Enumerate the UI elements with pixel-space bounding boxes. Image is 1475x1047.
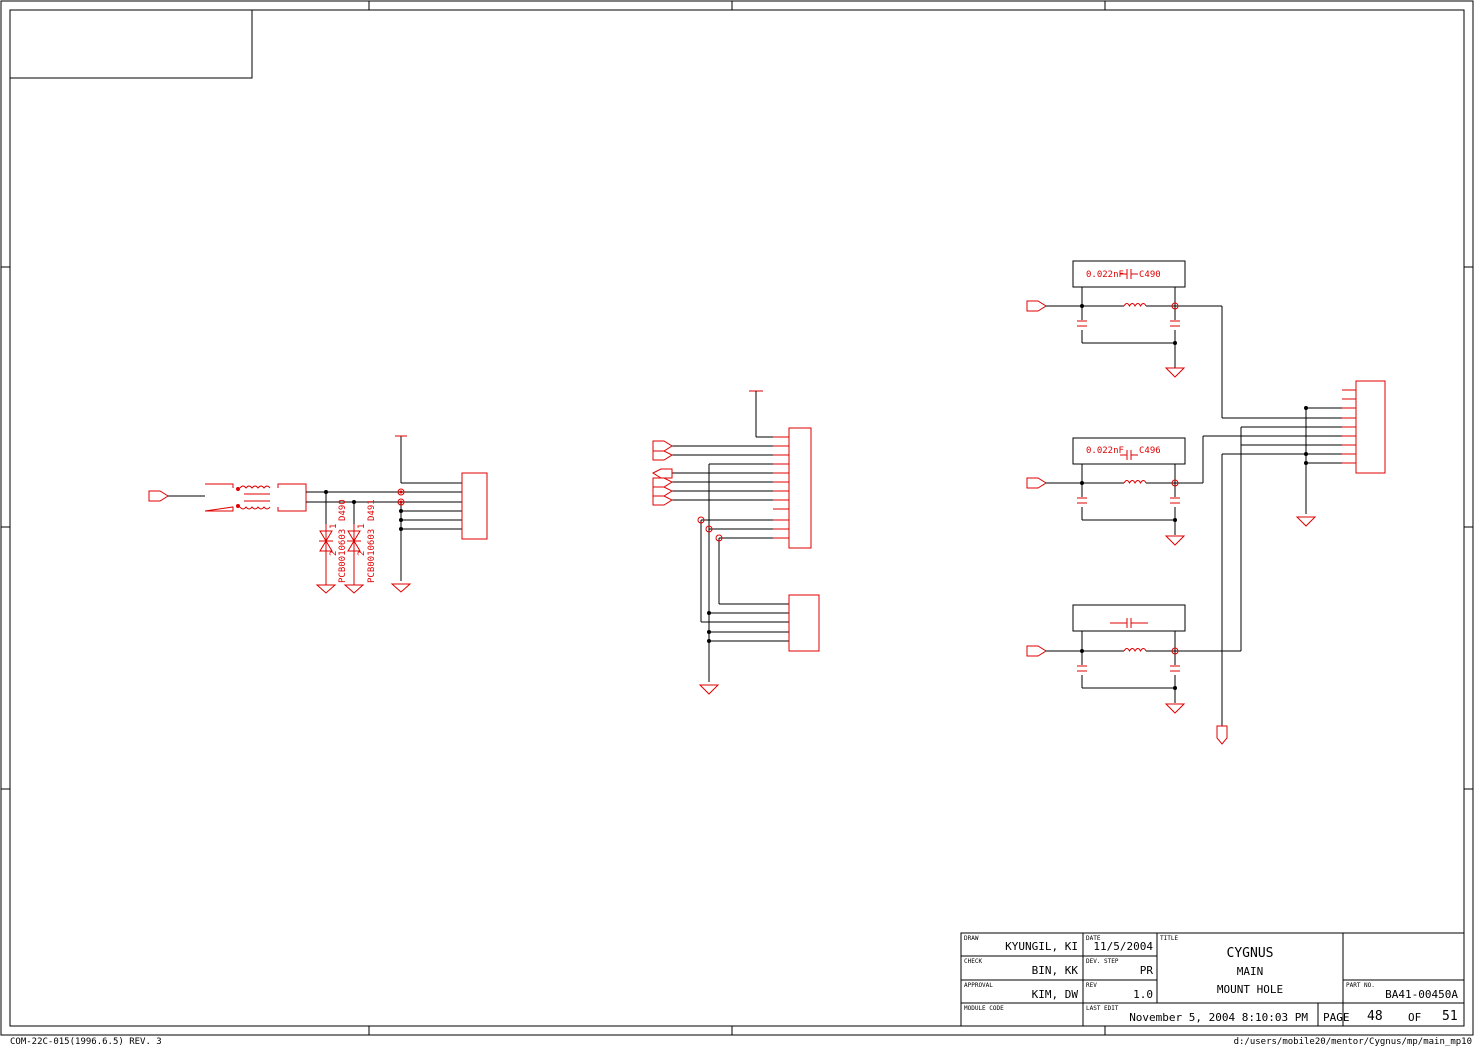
title-line2: MAIN (1237, 965, 1264, 978)
d491-pin2: 2 (357, 551, 367, 556)
d490-ref: D490 (338, 499, 348, 521)
connector-left (461, 472, 488, 540)
dev-step-value: PR (1140, 964, 1154, 977)
rev-label: REV (1086, 982, 1097, 989)
page-value: 48 (1367, 1009, 1383, 1024)
c490-value: 0.022nF (1086, 270, 1124, 280)
diode-d490 (319, 524, 333, 585)
c496-value: 0.022nF (1086, 446, 1124, 456)
title-label: TITLE (1160, 935, 1178, 942)
input-ports-middle (651, 440, 674, 506)
approval-value: KIM, DW (1032, 988, 1079, 1001)
date-label: DATE (1086, 935, 1101, 942)
input-port-left (148, 490, 169, 502)
check-value: BIN, KK (1032, 964, 1079, 977)
ground-symbol (1295, 516, 1317, 527)
ground-symbol (315, 583, 412, 594)
d491-ref: D491 (367, 499, 377, 521)
d491-pin1: 1 (357, 524, 367, 529)
diode-d491 (347, 524, 361, 585)
file-path: d:/users/mobile20/mentor/Cygnus/mp/main_… (1234, 1037, 1472, 1047)
lc-filter-1: 0.022nF C490 (1026, 260, 1222, 378)
connector-right (1355, 380, 1386, 474)
lc-filter-2: 0.022nF C496 (1026, 437, 1203, 546)
left-circuit: D490 PCB0010603 D491 PCB0010603 1 2 1 2 (148, 435, 488, 594)
c496-ref: C496 (1139, 446, 1161, 456)
dev-step-label: DEV. STEP (1086, 958, 1119, 965)
of-value: 51 (1442, 1009, 1458, 1024)
of-label: OF (1408, 1011, 1421, 1024)
common-mode-filter (204, 483, 307, 512)
output-port-down (1216, 725, 1228, 745)
date-value: 11/5/2004 (1093, 940, 1153, 953)
middle-circuit (651, 390, 820, 695)
d490-pin2: 2 (329, 551, 339, 556)
approval-label: APPROVAL (964, 982, 993, 989)
d491-part: PCB0010603 (367, 529, 377, 583)
check-label: CHECK (964, 958, 982, 965)
module-code-label: MODULE CODE (964, 1005, 1004, 1012)
connector-middle-bottom (788, 594, 820, 652)
right-circuit: 0.022nF C490 0.022nF C496 (1026, 260, 1386, 745)
d490-pin1: 1 (329, 524, 339, 529)
part-no-value: BA41-00450A (1385, 988, 1458, 1001)
connector-middle-top (788, 427, 812, 549)
lc-filter-3 (1026, 604, 1241, 714)
last-edit-value: November 5, 2004 8:10:03 PM (1129, 1011, 1308, 1024)
page-label: PAGE (1323, 1011, 1350, 1024)
title-block: DRAW KYUNGIL, KI CHECK BIN, KK APPROVAL … (960, 932, 1465, 1027)
ground-symbol (698, 684, 720, 695)
rev-value: 1.0 (1133, 988, 1153, 1001)
title-line1: CYGNUS (1227, 946, 1274, 961)
part-no-label: PART NO. (1346, 982, 1375, 989)
form-code: COM-22C-015(1996.6.5) REV. 3 (10, 1037, 162, 1047)
c490-ref: C490 (1139, 270, 1161, 280)
draw-value: KYUNGIL, KI (1005, 940, 1078, 953)
last-edit-label: LAST EDIT (1086, 1005, 1119, 1012)
draw-label: DRAW (964, 935, 979, 942)
d490-part: PCB0010603 (338, 529, 348, 583)
title-line3: MOUNT HOLE (1217, 983, 1283, 996)
